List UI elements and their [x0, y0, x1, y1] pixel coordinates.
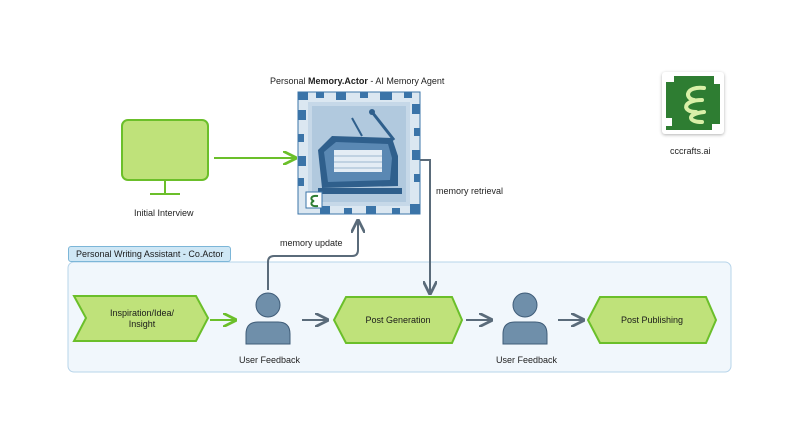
memory-agent-title-bold: Memory.Actor: [308, 76, 368, 86]
user-feedback-2-label: User Feedback: [496, 355, 558, 365]
assistant-label: Personal Writing Assistant - Co.Actor: [68, 246, 232, 262]
memory-agent-title-suffix: - AI Memory Agent: [367, 76, 445, 86]
cccrafts-logo-icon: [662, 72, 724, 134]
memory-agent-title: Personal Memory.Actor - AI Memory Agent: [270, 76, 444, 86]
brand-name: cccrafts.ai: [670, 146, 711, 156]
arrow-memory-update: [267, 222, 358, 290]
arrow-memory-retrieval: [420, 159, 430, 292]
inspiration-text-line2: Insight: [128, 318, 156, 329]
memory-update-label: memory update: [280, 238, 343, 248]
user-feedback-2-icon: [502, 292, 548, 345]
memory-retrieval-label: memory retrieval: [436, 186, 504, 196]
post-generation-step: [332, 296, 464, 344]
inspiration-text: Inspiration/Idea/ Insight: [84, 297, 200, 340]
post-publishing-text: Post Publishing: [620, 314, 684, 325]
cccrafts-logo-graphic: [666, 76, 720, 130]
initial-interview-label: Initial Interview: [134, 208, 194, 218]
inspiration-text-line1: Inspiration/Idea/: [109, 307, 175, 318]
user-feedback-1-label: User Feedback: [239, 355, 301, 365]
post-generation-text: Post Generation: [365, 314, 431, 325]
post-publishing-step: [586, 296, 718, 344]
inspiration-step: [72, 295, 210, 342]
monitor-icon: [121, 119, 209, 195]
memory-agent-title-prefix: Personal: [270, 76, 309, 86]
user-feedback-1-icon: [245, 292, 291, 345]
ai-memory-agent-image: [297, 91, 421, 215]
